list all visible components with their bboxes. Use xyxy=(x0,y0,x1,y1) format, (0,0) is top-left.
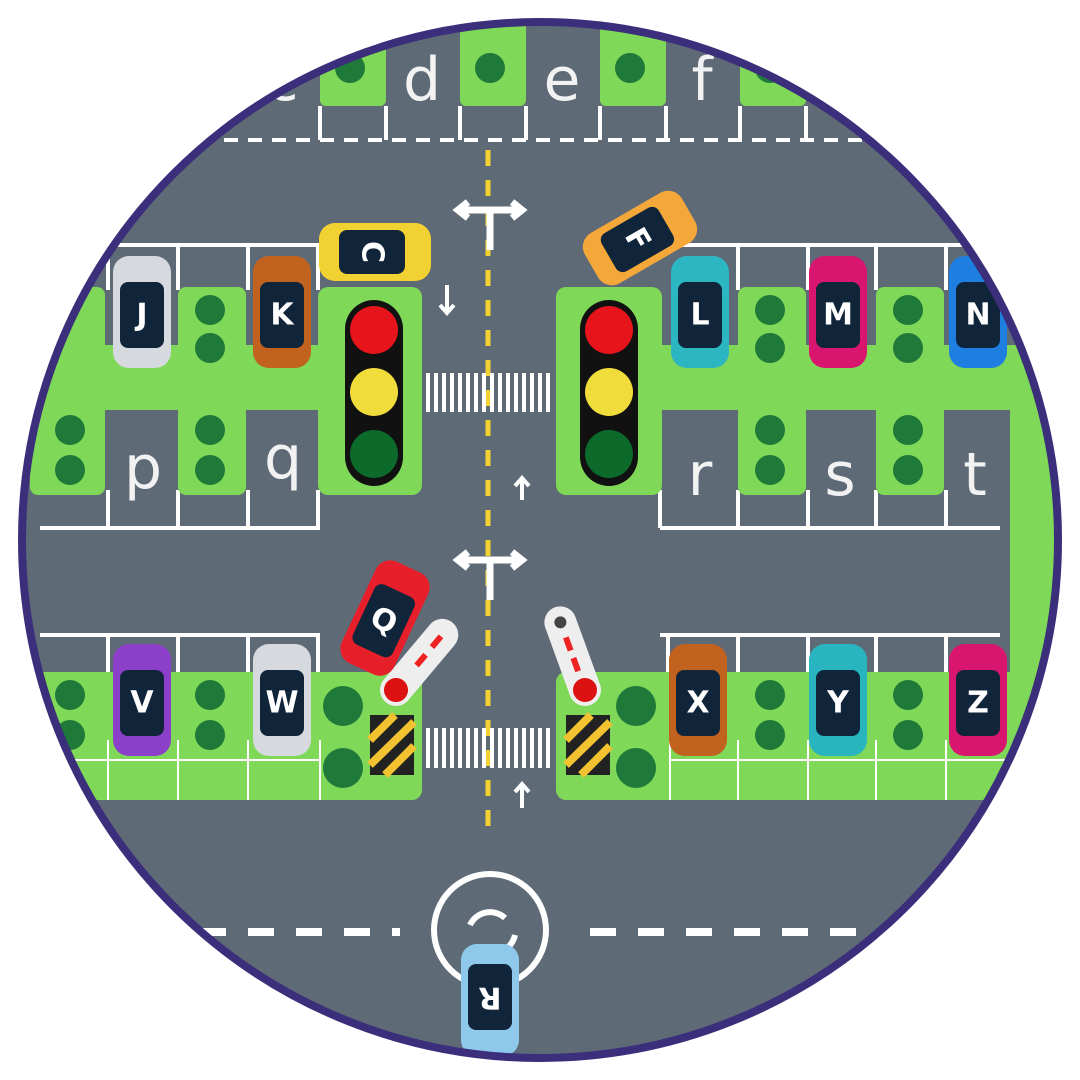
car-windows xyxy=(956,670,1000,736)
car-label: J xyxy=(134,298,147,333)
frame-border xyxy=(18,18,1062,1062)
car-k[interactable]: K xyxy=(253,256,311,368)
crosswalk xyxy=(426,373,550,768)
car-q[interactable]: Q xyxy=(335,555,435,681)
car-y[interactable]: Y xyxy=(809,644,867,756)
car-windows xyxy=(816,282,860,348)
car-windows xyxy=(468,964,512,1030)
slot-label: r xyxy=(688,440,713,510)
car-m[interactable]: M xyxy=(809,256,867,368)
car-label: W xyxy=(265,686,298,721)
car-label: L xyxy=(690,298,709,333)
car-x[interactable]: X xyxy=(669,644,727,756)
barrier-gate[interactable] xyxy=(373,612,464,712)
slot-label: e xyxy=(544,45,581,115)
car-label: R xyxy=(478,980,501,1015)
car-f[interactable]: F xyxy=(577,185,703,291)
slot-label: s xyxy=(824,440,855,510)
slot-label: t xyxy=(963,440,987,510)
car-windows xyxy=(260,670,304,736)
car-windows xyxy=(352,584,415,658)
car-r[interactable]: R xyxy=(461,944,519,1056)
arrow-icon xyxy=(438,285,531,808)
slot-label: f xyxy=(691,45,714,115)
car-label: K xyxy=(270,298,295,333)
car-windows xyxy=(956,282,1000,348)
car-n[interactable]: N xyxy=(949,256,1007,368)
car-w[interactable]: W xyxy=(253,644,311,756)
car-label: Y xyxy=(826,686,850,721)
car-v[interactable]: V xyxy=(113,644,171,756)
car-windows xyxy=(676,670,720,736)
traffic-light-icon xyxy=(580,300,638,486)
car-windows xyxy=(816,670,860,736)
cars-layer: J K C FL M N V W Q X Y Z R xyxy=(113,185,1007,1056)
car-windows xyxy=(339,230,405,274)
car-label: N xyxy=(965,298,990,333)
slot-label: p xyxy=(124,433,162,503)
car-label: C xyxy=(355,241,390,263)
car-windows xyxy=(600,206,675,273)
car-label: X xyxy=(686,686,709,721)
traffic-light-icon xyxy=(345,300,403,486)
car-windows xyxy=(260,282,304,348)
car-windows xyxy=(120,670,164,736)
slot-label: d xyxy=(403,45,441,115)
barrier-gate[interactable] xyxy=(540,602,606,711)
car-z[interactable]: Z xyxy=(949,644,1007,756)
car-label: V xyxy=(130,686,154,721)
car-l[interactable]: L xyxy=(671,256,729,368)
car-j[interactable]: J xyxy=(113,256,171,368)
car-label: Z xyxy=(967,686,989,721)
car-label: M xyxy=(823,298,853,333)
car-c[interactable]: C xyxy=(319,223,431,281)
slot-label: q xyxy=(264,423,302,493)
car-windows xyxy=(678,282,722,348)
car-windows xyxy=(120,282,164,348)
parking-island-bottom-left xyxy=(30,633,422,800)
turn-arrow-icon xyxy=(452,199,528,600)
